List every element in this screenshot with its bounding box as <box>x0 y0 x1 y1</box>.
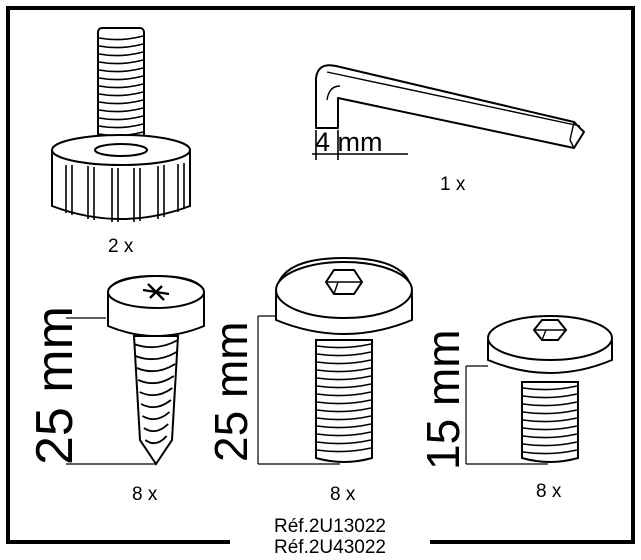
wood-screw-thread-lines <box>133 339 179 445</box>
bolt-long-quantity: 8 x <box>330 484 356 505</box>
thread-line <box>522 433 578 439</box>
thread-line <box>98 59 144 65</box>
thread-line <box>316 391 372 397</box>
thread-line <box>522 385 578 391</box>
thread-line <box>98 83 144 89</box>
thread-line <box>136 363 176 373</box>
thread-line <box>316 439 372 445</box>
thread-line <box>522 425 578 431</box>
reference-2: Réf.2U43022 <box>274 537 386 558</box>
thread-line <box>316 359 372 365</box>
bolt-short <box>487 315 613 463</box>
foot-grip-ribs <box>65 163 185 222</box>
wood-screw-dimension <box>66 317 156 465</box>
thread-line <box>140 399 172 409</box>
thread-line <box>316 431 372 437</box>
bolt-long-dimension <box>257 315 340 465</box>
reference-1: Réf.2U13022 <box>274 516 386 537</box>
thread-line <box>522 449 578 455</box>
thread-line <box>137 375 175 385</box>
thread-line <box>142 411 171 421</box>
thread-line <box>316 375 372 381</box>
thread-line <box>98 43 144 49</box>
wood-screw-length: 25 mm <box>26 306 84 465</box>
frame <box>6 6 635 544</box>
thread-line <box>316 423 372 429</box>
bolt-short-thread-lines <box>522 385 578 455</box>
thread-line <box>135 351 178 361</box>
thread-line <box>98 51 144 57</box>
hex-key-quantity: 1 x <box>440 174 466 195</box>
bolt-long <box>275 256 413 463</box>
bolt-short-quantity: 8 x <box>536 481 562 502</box>
thread-line <box>98 67 144 73</box>
thread-line <box>98 107 144 113</box>
thread-line <box>98 91 144 97</box>
wood-screw <box>107 274 205 466</box>
thread-line <box>522 409 578 415</box>
thread-line <box>316 415 372 421</box>
hex-key <box>315 64 585 149</box>
thread-line <box>316 447 372 453</box>
hex-key-dimension <box>312 130 408 160</box>
hex-key-size: 4 mm <box>315 127 383 157</box>
thread-line <box>98 75 144 81</box>
thread-line <box>98 99 144 105</box>
thread-line <box>144 435 168 445</box>
thread-line <box>316 399 372 405</box>
thread-line <box>316 367 372 373</box>
thread-line <box>316 383 372 389</box>
bolt-short-dimension <box>465 365 548 465</box>
bolt-short-length: 15 mm <box>417 329 469 470</box>
thread-line <box>133 339 179 349</box>
bolt-long-length: 25 mm <box>205 321 257 462</box>
thread-line <box>522 441 578 447</box>
thread-line <box>316 351 372 357</box>
thread-line <box>98 123 144 129</box>
thread-line <box>316 407 372 413</box>
thread-line <box>316 343 372 349</box>
thread-line <box>522 401 578 407</box>
thread-line <box>98 115 144 121</box>
thread-line <box>522 417 578 423</box>
bolt-long-thread-lines <box>316 343 372 453</box>
thread-line <box>143 423 169 433</box>
thread-line <box>98 35 144 41</box>
foot-quantity: 2 x <box>108 236 134 257</box>
thread-line <box>522 393 578 399</box>
thread-line <box>139 387 173 397</box>
wood-screw-quantity: 8 x <box>132 484 158 505</box>
adjustable-foot <box>51 27 191 222</box>
